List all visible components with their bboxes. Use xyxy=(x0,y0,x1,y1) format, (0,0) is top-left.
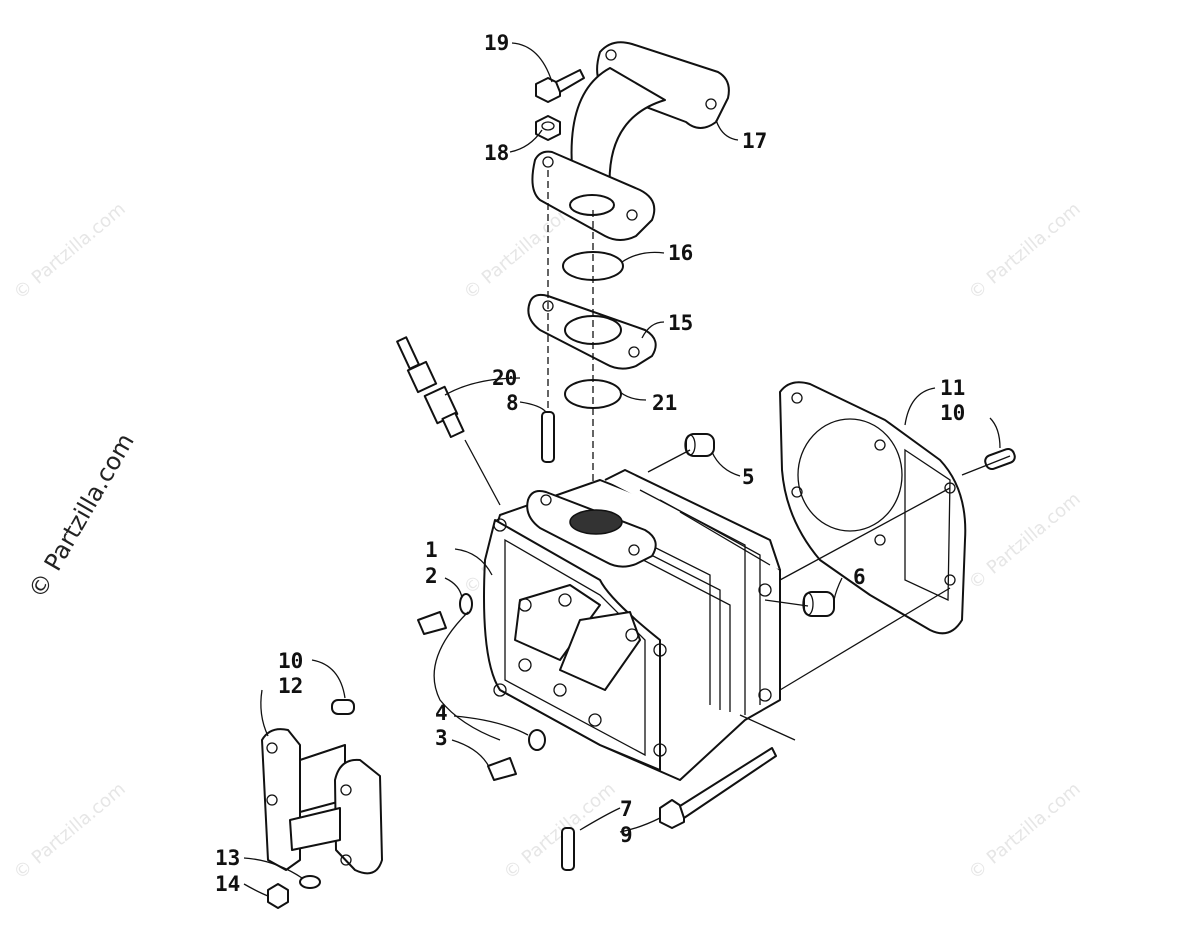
callout-20: 20 xyxy=(492,366,517,390)
watermark: © Partzilla.com xyxy=(965,488,1085,593)
watermark: © Partzilla.com xyxy=(460,198,580,303)
callout-11: 11 xyxy=(940,376,965,400)
callout-21: 21 xyxy=(652,391,677,415)
callout-7: 7 xyxy=(620,797,633,821)
callout-12: 12 xyxy=(278,674,303,698)
callout-18: 18 xyxy=(484,141,509,165)
dowel-pin-10-left xyxy=(331,699,355,715)
spark-plug-20 xyxy=(396,336,501,506)
watermark: © Partzilla.com xyxy=(10,778,130,883)
callout-6: 6 xyxy=(853,565,866,589)
callout-8: 8 xyxy=(506,391,519,415)
stud-7 xyxy=(561,827,575,871)
callout-labels: 19 18 17 16 15 20 8 21 5 11 10 6 1 2 4 3… xyxy=(215,31,965,896)
stud-8 xyxy=(541,411,555,463)
intake-elbow-17 xyxy=(531,41,730,241)
dowel-5 xyxy=(684,433,715,457)
callout-5: 5 xyxy=(742,465,755,489)
watermark: © Partzilla.com xyxy=(965,778,1085,883)
callout-9: 9 xyxy=(620,823,633,847)
callout-3: 3 xyxy=(435,726,448,750)
leader-lines xyxy=(243,42,1011,897)
cylinder-head-1 xyxy=(483,469,781,781)
bolt-2 xyxy=(417,593,473,635)
callout-19: 19 xyxy=(484,31,509,55)
nut-14 xyxy=(267,883,289,909)
dowel-pin-10-right xyxy=(984,447,1016,471)
callout-4: 4 xyxy=(435,701,448,725)
callout-2: 2 xyxy=(425,564,438,588)
callout-17: 17 xyxy=(742,129,767,153)
callout-1: 1 xyxy=(425,538,438,562)
callout-13: 13 xyxy=(215,846,240,870)
callout-15: 15 xyxy=(668,311,693,335)
bolt-19 xyxy=(535,69,585,103)
washer-13 xyxy=(299,875,321,889)
callout-10-right: 10 xyxy=(940,401,965,425)
callout-10-left: 10 xyxy=(278,649,303,673)
rocker-support-12 xyxy=(261,728,383,875)
callout-14: 14 xyxy=(215,872,240,896)
dowel-6 xyxy=(802,591,835,617)
bolt-3 xyxy=(487,729,546,781)
nut-18 xyxy=(535,115,561,141)
watermark: © Partzilla.com xyxy=(10,198,130,303)
watermark: © Partzilla.com xyxy=(500,778,620,883)
gasket-15 xyxy=(527,293,657,370)
callout-16: 16 xyxy=(668,241,693,265)
watermark-side: © Partzilla.com xyxy=(23,429,140,603)
head-gasket-11 xyxy=(779,381,967,635)
watermark: © Partzilla.com xyxy=(965,198,1085,303)
long-bolt-9 xyxy=(659,747,777,829)
